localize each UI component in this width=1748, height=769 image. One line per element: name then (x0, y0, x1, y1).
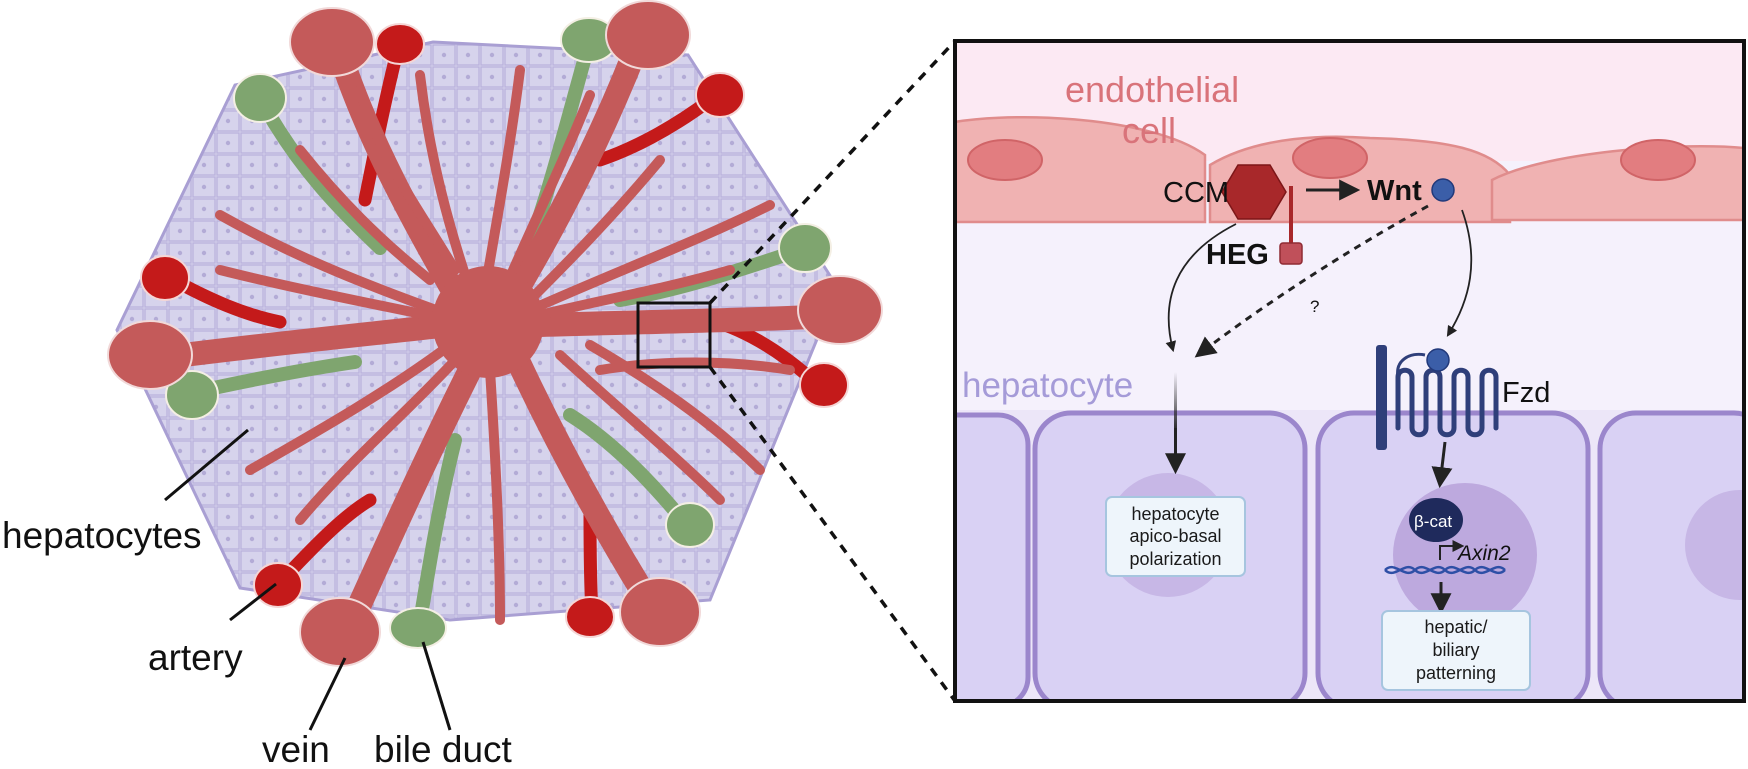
patterning-box-line2: biliary (1432, 640, 1479, 660)
polarization-stem (1174, 372, 1177, 432)
heg-label: HEG (1206, 239, 1269, 271)
polarization-box (1105, 496, 1246, 577)
patterning-box (1381, 610, 1531, 691)
artery-label: artery (148, 637, 243, 678)
patterning-box-line1: hepatic/ (1424, 617, 1487, 637)
zoom-panel: endothelial cell hepatocyte CCM HEG Wnt … (953, 39, 1746, 703)
question-mark: ? (1310, 297, 1319, 316)
vein-label: vein (262, 729, 330, 769)
bile-duct-ends (165, 17, 832, 649)
endothelial-nuclei (967, 137, 1696, 181)
dna-helix-icon (1384, 565, 1506, 575)
zoom-region-box (636, 301, 712, 369)
polarization-box-line2: apico-basal (1129, 526, 1221, 546)
hepatocytes-label: hepatocytes (2, 515, 202, 556)
vein-ends (107, 0, 883, 667)
ccm-label: CCM (1163, 177, 1229, 209)
hexagon-icon (1221, 164, 1287, 220)
promoter-arrow (1439, 540, 1465, 560)
endothelial-label-line1: endothelial (1065, 69, 1239, 110)
central-vein (432, 266, 544, 378)
ccm-polarization-arrow (1165, 223, 1237, 353)
artery-ends (140, 23, 849, 638)
lobule-labels: hepatocytes artery vein bile duct (2, 428, 513, 769)
beta-cat-label: β-cat (1414, 512, 1452, 531)
fzd-label: Fzd (1502, 377, 1550, 409)
hepatocyte-cells (955, 410, 1744, 701)
hepatocyte-layer-label: hepatocyte (962, 366, 1133, 405)
bile-duct-label: bile duct (374, 729, 513, 769)
ligand-sphere-icon (1431, 178, 1455, 202)
polarization-box-line3: polarization (1129, 549, 1221, 569)
beta-cat-icon (1409, 498, 1463, 542)
axin2-label: Axin2 (1456, 542, 1511, 565)
wnt-fzd-arrow (1446, 209, 1473, 337)
bound-wnt-icon (1426, 348, 1450, 372)
polarization-box-line1: hepatocyte (1131, 504, 1219, 524)
square-receptor-icon (1279, 242, 1303, 265)
liver-lobule (107, 0, 883, 667)
wnt-polarization-dashed-arrow (1194, 204, 1429, 358)
co-receptor-bar (1376, 345, 1387, 450)
zoom-panel-border (953, 39, 1746, 703)
endothelial-label-line2: cell (1122, 110, 1176, 151)
wnt-label: Wnt (1367, 175, 1422, 207)
fzd-bcat-arrow (1431, 441, 1453, 489)
patterning-box-line3: patterning (1416, 663, 1496, 683)
zoom-lines (708, 39, 957, 703)
seven-pass-receptor-icon (1395, 367, 1499, 438)
fzd-ligand-loop (1396, 352, 1426, 378)
